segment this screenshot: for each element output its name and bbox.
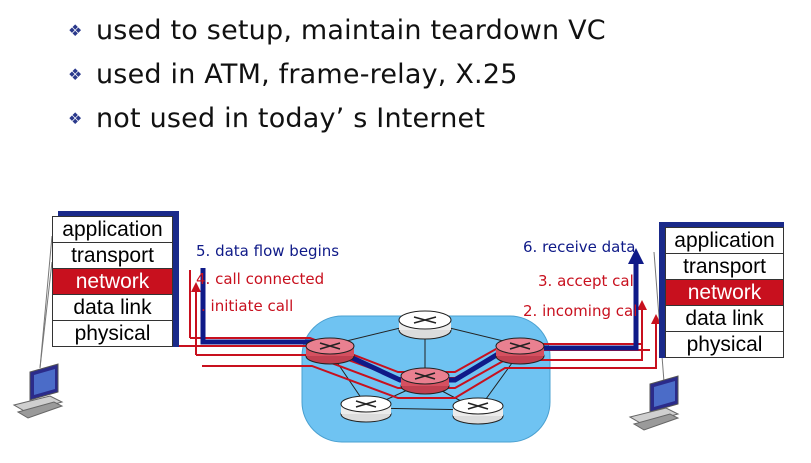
computer-icon (12, 363, 64, 419)
layer-network: network (665, 279, 784, 306)
bullet-item: ❖ used in ATM, frame-relay, X.25 (68, 52, 606, 96)
step1-label: . initiate call (201, 297, 294, 315)
step5-label: 5. data flow begins (196, 242, 340, 260)
layer-data-link: data link (52, 294, 173, 321)
bullet-item: ❖ used to setup, maintain teardown VC (68, 8, 606, 52)
bullet-diamond-icon: ❖ (68, 64, 83, 84)
arrow-up-icon (191, 282, 661, 324)
computer-icon (628, 375, 680, 431)
arrow-up-icon (628, 248, 644, 264)
bullet-list: ❖ used to setup, maintain teardown VC ❖ … (68, 8, 606, 140)
step6-label: 6. receive data (523, 238, 636, 256)
router-icon (495, 337, 545, 365)
bullet-text: not used in today’ s Internet (96, 102, 486, 134)
router-icon (305, 337, 355, 365)
step4-label: 4. call connected (196, 270, 325, 288)
layer-data-link: data link (665, 305, 784, 332)
bullet-text: used in ATM, frame-relay, X.25 (96, 58, 518, 90)
bullet-text: used to setup, maintain teardown VC (96, 14, 606, 46)
router-icon (398, 310, 452, 340)
stack-layers: application transport network data link … (665, 227, 784, 358)
layer-network: network (52, 268, 173, 295)
left-protocol-stack: application transport network data link … (52, 211, 179, 357)
layer-transport: transport (665, 253, 784, 280)
bullet-item: ❖ not used in today’ s Internet (68, 96, 606, 140)
router-icon (340, 395, 392, 423)
layer-physical: physical (52, 320, 173, 347)
layer-transport: transport (52, 242, 173, 269)
stack-layers: application transport network data link … (52, 216, 173, 347)
bullet-diamond-icon: ❖ (68, 108, 83, 128)
step3-label: 3. accept cal (538, 272, 634, 290)
step2-label: 2. incoming cal (523, 302, 638, 320)
layer-application: application (52, 216, 173, 243)
layer-application: application (665, 227, 784, 254)
router-icon (400, 367, 450, 395)
layer-physical: physical (665, 331, 784, 358)
router-icon (452, 397, 504, 425)
bullet-diamond-icon: ❖ (68, 20, 83, 40)
right-protocol-stack: application transport network data link … (659, 222, 784, 368)
